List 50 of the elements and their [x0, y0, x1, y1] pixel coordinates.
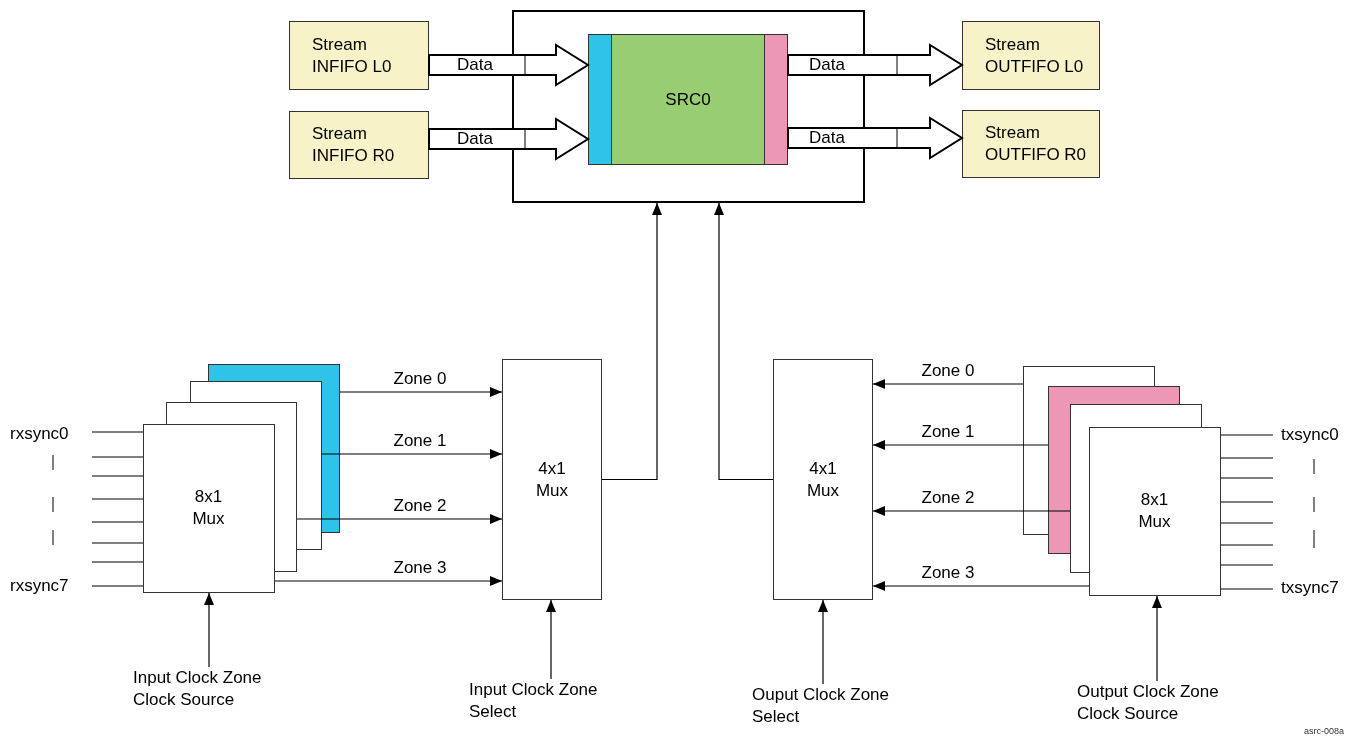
signal-name: rxsync7 — [10, 575, 69, 597]
edge-label: Zone 1 — [393, 432, 447, 450]
block-label: Stream INFIFO R0 — [312, 123, 396, 167]
figure-id: asrc-008a — [1304, 726, 1345, 737]
arrow — [714, 202, 774, 481]
block-label: Stream OUTFIFO R0 — [985, 122, 1088, 166]
fifo-block — [962, 21, 1100, 90]
edge-label: Zone 0 — [921, 362, 975, 380]
arrow — [601, 202, 662, 481]
block-label: Stream INFIFO L0 — [312, 33, 393, 78]
converter-frame — [512, 10, 865, 203]
caption-text: Input Clock Zone Clock Source — [133, 667, 285, 713]
caption-text: Output Clock Zone Clock Source — [1077, 681, 1245, 727]
arrow — [872, 506, 1071, 516]
converter-block — [588, 34, 788, 165]
block-label: Stream OUTFIFO L0 — [985, 33, 1085, 78]
caption-text: Ouput Clock Zone Select — [752, 684, 904, 730]
arrow — [321, 449, 503, 459]
caption-text: Input Clock Zone Select — [469, 679, 621, 725]
signal-name: txsync7 — [1281, 577, 1339, 599]
edge-label: Zone 2 — [393, 497, 447, 515]
fifo-block — [289, 21, 429, 90]
block-label: 4x1 Mux — [805, 457, 841, 502]
signal-name: txsync0 — [1281, 424, 1339, 446]
block-label: SRC0 — [665, 88, 711, 111]
edge-label: Zone 0 — [393, 370, 447, 388]
arrow — [872, 581, 1090, 591]
signal-name: rxsync0 — [10, 423, 69, 445]
stacked-mux-drawing — [1023, 366, 1221, 596]
arrow — [546, 599, 556, 680]
arrow — [872, 440, 1049, 450]
arrow — [296, 514, 503, 524]
fifo-block — [962, 110, 1100, 178]
fifo-block — [289, 111, 429, 179]
block-label: 8x1 Mux — [191, 486, 226, 530]
arrow — [1152, 595, 1162, 682]
arrow — [818, 599, 828, 685]
edge-label: Zone 3 — [921, 564, 975, 582]
edge-label: Zone 2 — [921, 489, 975, 507]
edge-label: Zone 3 — [393, 559, 447, 577]
arrow — [339, 387, 503, 397]
arrow — [872, 379, 1024, 389]
mux-block — [773, 359, 873, 600]
arrow — [204, 592, 214, 668]
stacked-mux-drawing — [143, 364, 340, 593]
arrow — [274, 576, 503, 586]
edge-label: Zone 1 — [921, 423, 975, 441]
block-label: 8x1 Mux — [1137, 489, 1172, 533]
block-label: 4x1 Mux — [534, 457, 570, 502]
mux-block — [502, 359, 602, 600]
